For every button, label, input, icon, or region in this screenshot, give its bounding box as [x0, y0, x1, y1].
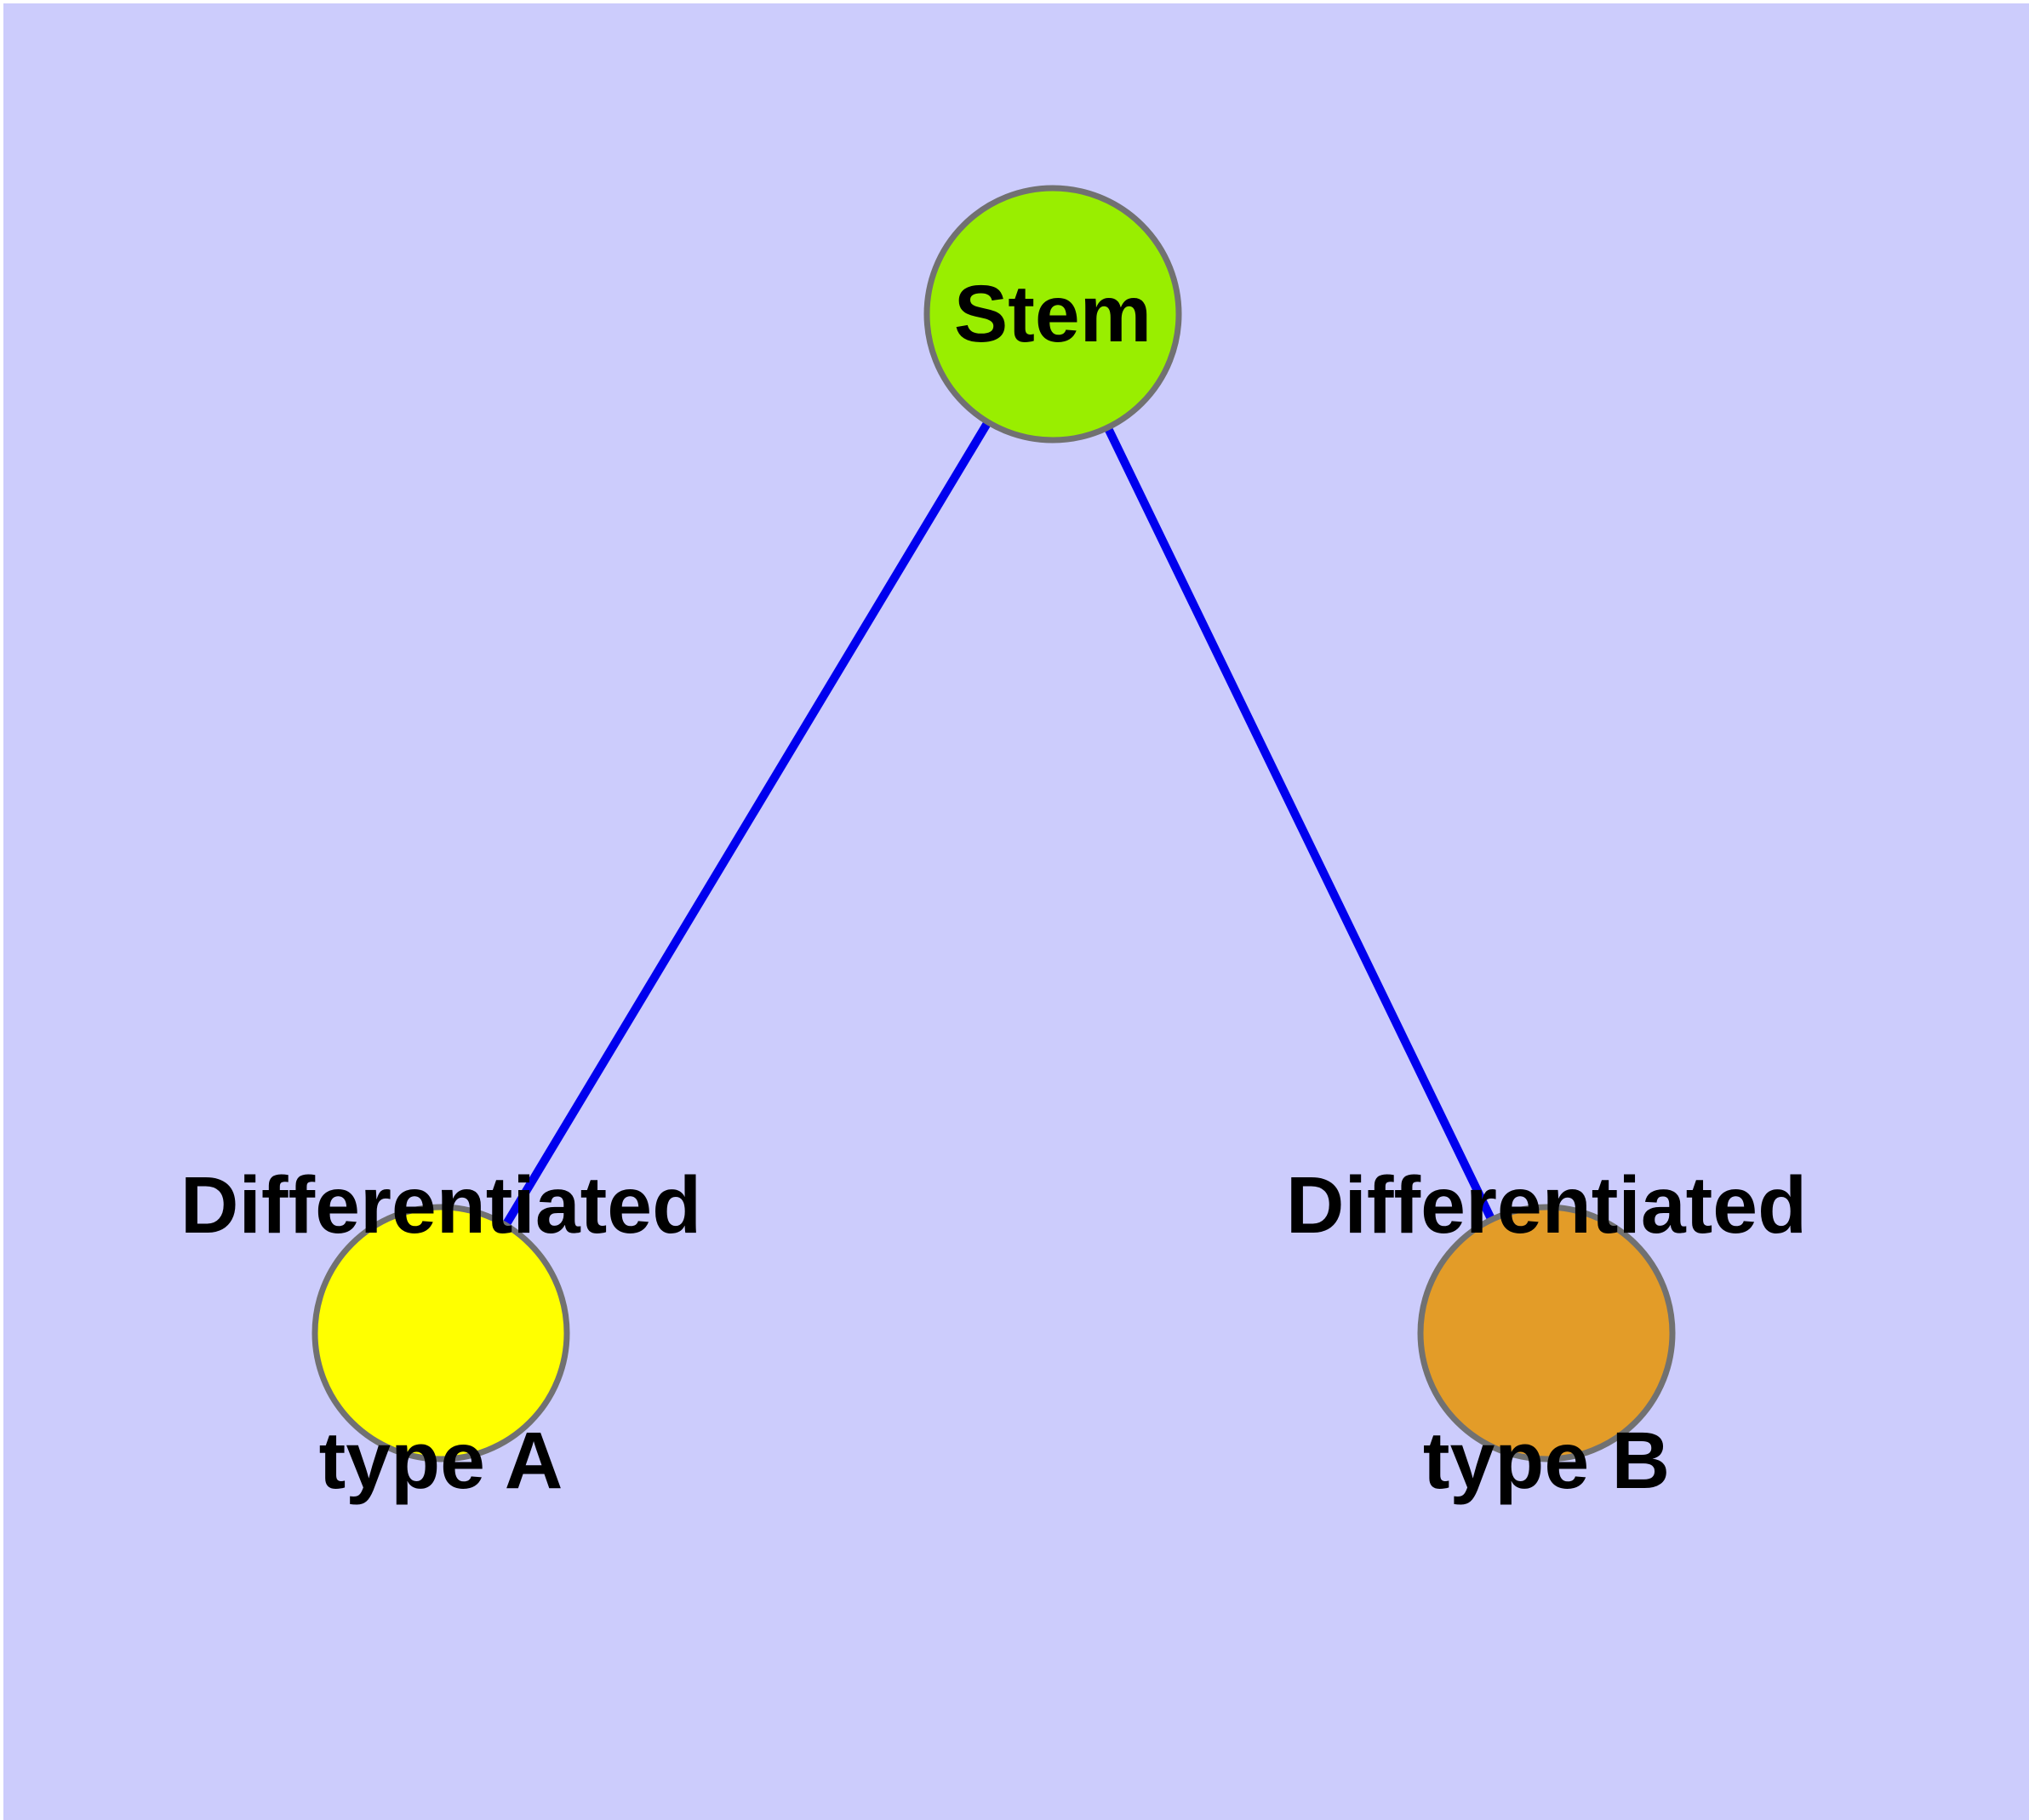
- node-stem[interactable]: [923, 185, 1182, 444]
- edge-stem-to-type-b[interactable]: [1101, 421, 1498, 1226]
- edge-layer: [500, 416, 1498, 1231]
- node-differentiated-type-a[interactable]: [311, 1204, 570, 1462]
- node-layer: [311, 185, 1676, 1462]
- node-differentiated-type-b[interactable]: [1417, 1204, 1676, 1462]
- edge-stem-to-type-a[interactable]: [500, 416, 994, 1231]
